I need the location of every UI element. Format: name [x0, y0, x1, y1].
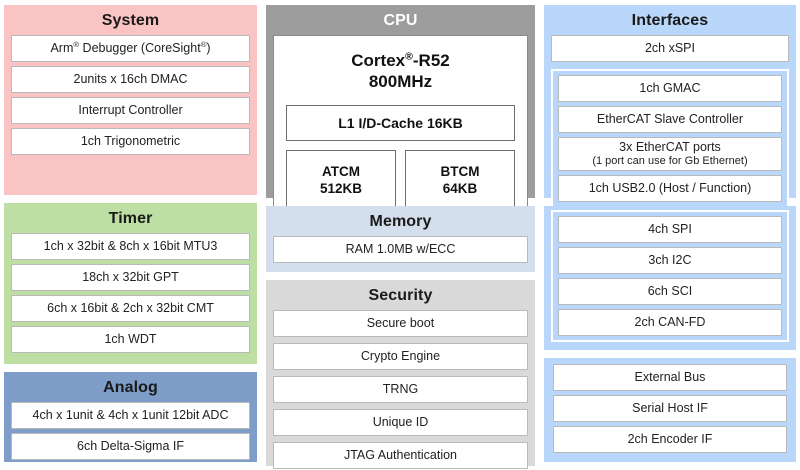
cpu-btcm: BTCM 64KB: [405, 149, 515, 211]
panel-interfaces-serial: 4ch SPI 3ch I2C 6ch SCI 2ch CAN-FD: [543, 206, 796, 350]
cpu-tcm-row: ATCM 512KB BTCM 64KB: [286, 149, 515, 211]
interfaces-item-ethercat-slave: EtherCAT Slave Controller: [557, 106, 782, 134]
panel-title-analog: Analog: [103, 379, 158, 396]
system-item-interrupt-controller: Interrupt Controller: [11, 97, 251, 125]
panel-system: System Arm® Debugger (CoreSight®) 2units…: [4, 5, 258, 195]
interfaces-item-xspi: 2ch xSPI: [550, 35, 789, 63]
system-item-dmac: 2units x 16ch DMAC: [11, 66, 251, 94]
panel-title-cpu: CPU: [383, 12, 418, 29]
panel-title-security: Security: [368, 287, 433, 304]
interfaces-item-usb: 1ch USB2.0 (Host / Function): [557, 175, 782, 203]
cpu-atcm: ATCM 512KB: [286, 149, 396, 211]
panel-interfaces-other: External Bus Serial Host IF 2ch Encoder …: [543, 358, 796, 462]
interfaces-item-gmac: 1ch GMAC: [557, 75, 782, 103]
panel-memory: Memory RAM 1.0MB w/ECC: [266, 206, 535, 272]
security-item-unique-id: Unique ID: [273, 409, 528, 437]
panel-title-interfaces: Interfaces: [631, 12, 709, 29]
cpu-l1-cache: L1 I/D-Cache 16KB: [286, 104, 515, 141]
interfaces-top-item-list: 2ch xSPI: [550, 35, 789, 63]
interfaces-item-encoder-if: 2ch Encoder IF: [552, 426, 787, 453]
panel-analog: Analog 4ch x 1unit & 4ch x 1unit 12bit A…: [4, 372, 258, 462]
cpu-atcm-name: ATCM: [322, 163, 360, 179]
analog-item-delta-sigma: 6ch Delta-Sigma IF: [11, 433, 251, 461]
panel-timer: Timer 1ch x 32bit & 8ch x 16bit MTU3 18c…: [4, 202, 258, 364]
memory-item-list: RAM 1.0MB w/ECC: [273, 236, 528, 264]
security-item-list: Secure boot Crypto Engine TRNG Unique ID…: [273, 310, 528, 470]
cpu-core-label: Cortex®-R52 800MHz: [286, 51, 515, 92]
panel-title-system: System: [101, 12, 160, 29]
security-item-crypto-engine: Crypto Engine: [273, 343, 528, 371]
interfaces-subgroup-network: 1ch GMAC EtherCAT Slave Controller 3x Et…: [550, 69, 789, 209]
interfaces-item-spi: 4ch SPI: [557, 216, 782, 243]
timer-item-mtu3: 1ch x 32bit & 8ch x 16bit MTU3: [11, 233, 251, 261]
analog-item-list: 4ch x 1unit & 4ch x 1unit 12bit ADC 6ch …: [11, 402, 251, 461]
panel-interfaces-top: Interfaces 2ch xSPI 1ch GMAC EtherCAT Sl…: [543, 5, 796, 209]
timer-item-gpt: 18ch x 32bit GPT: [11, 264, 251, 292]
panel-cpu: CPU Cortex®-R52 800MHz L1 I/D-Cache 16KB…: [266, 5, 535, 224]
panel-title-memory: Memory: [369, 213, 432, 230]
interfaces-item-ethercat-ports-note: (1 port can use for Gb Ethernet): [592, 155, 748, 168]
interfaces-item-can-fd: 2ch CAN-FD: [557, 309, 782, 336]
interfaces-other-item-list: External Bus Serial Host IF 2ch Encoder …: [552, 364, 787, 453]
system-item-arm-debugger: Arm® Debugger (CoreSight®): [11, 35, 251, 63]
panel-security: Security Secure boot Crypto Engine TRNG …: [266, 280, 535, 470]
security-item-secure-boot: Secure boot: [273, 310, 528, 338]
timer-item-cmt: 6ch x 16bit & 2ch x 32bit CMT: [11, 295, 251, 323]
interfaces-item-i2c: 3ch I2C: [557, 247, 782, 274]
interfaces-item-ethercat-ports: 3x EtherCAT ports (1 port can use for Gb…: [557, 137, 782, 172]
interfaces-subgroup-serial: 4ch SPI 3ch I2C 6ch SCI 2ch CAN-FD: [550, 210, 789, 342]
interfaces-item-external-bus: External Bus: [552, 364, 787, 391]
interfaces-item-sci: 6ch SCI: [557, 278, 782, 305]
panel-title-timer: Timer: [108, 209, 153, 227]
interfaces-item-ethercat-ports-main: 3x EtherCAT ports: [619, 140, 721, 155]
cpu-btcm-name: BTCM: [440, 163, 480, 179]
cpu-btcm-size: 64KB: [442, 181, 478, 197]
system-item-trigonometric: 1ch Trigonometric: [11, 128, 251, 156]
system-item-list: Arm® Debugger (CoreSight®) 2units x 16ch…: [11, 35, 251, 156]
timer-item-wdt: 1ch WDT: [11, 326, 251, 354]
security-item-jtag-auth: JTAG Authentication: [273, 442, 528, 470]
interfaces-item-serial-host-if: Serial Host IF: [552, 395, 787, 422]
middle-column: CPU Cortex®-R52 800MHz L1 I/D-Cache 16KB…: [266, 5, 535, 470]
analog-item-adc: 4ch x 1unit & 4ch x 1unit 12bit ADC: [11, 402, 251, 430]
cpu-inner-box: Cortex®-R52 800MHz L1 I/D-Cache 16KB ATC…: [273, 35, 528, 224]
cpu-core-name: Cortex®-R52: [351, 50, 450, 71]
cpu-atcm-size: 512KB: [319, 181, 363, 197]
cpu-core-frequency: 800MHz: [368, 72, 433, 92]
memory-item-ram: RAM 1.0MB w/ECC: [273, 236, 528, 264]
left-column: System Arm® Debugger (CoreSight®) 2units…: [4, 5, 258, 462]
security-item-trng: TRNG: [273, 376, 528, 404]
right-column: Interfaces 2ch xSPI 1ch GMAC EtherCAT Sl…: [543, 5, 796, 462]
timer-item-list: 1ch x 32bit & 8ch x 16bit MTU3 18ch x 32…: [11, 233, 251, 354]
